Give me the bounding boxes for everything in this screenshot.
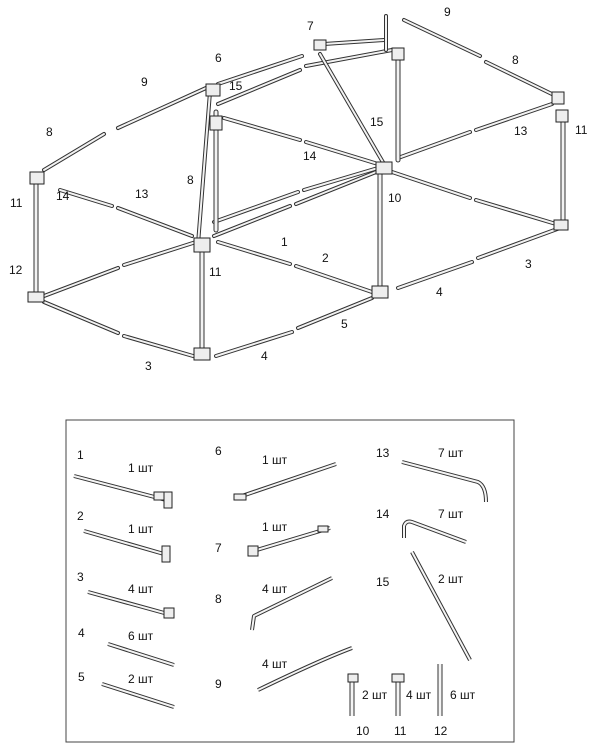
pipe-roof (42, 14, 558, 172)
legend-qty-8: 4 шт (262, 582, 288, 596)
pipe-bottom-left (42, 170, 558, 298)
legend-num-8: 8 (215, 592, 222, 606)
legend-qty-5: 2 шт (128, 672, 154, 686)
frame-label: 10 (388, 191, 402, 205)
legend-qty-4: 6 шт (128, 629, 154, 643)
pipe-posts (33, 55, 566, 355)
legend-num-13: 13 (376, 446, 390, 460)
part-6 (233, 462, 337, 501)
frame-labels: 1 2 3 3 4 4 4 5 6 7 8 8 8 9 9 10 11 11 1… (9, 5, 588, 373)
pipe-bottom-right (396, 226, 562, 290)
frame-label: 4 (261, 349, 268, 363)
frame-label: 13 (514, 124, 528, 138)
part-15 (410, 551, 472, 661)
legend-num-5: 5 (78, 670, 85, 684)
legend-qty-11: 4 шт (406, 688, 432, 702)
legend-num-14: 14 (376, 507, 390, 521)
frame-label: 11 (10, 196, 23, 210)
part-8 (250, 576, 333, 631)
pipe-braces (196, 52, 386, 246)
part-2 (83, 529, 171, 563)
legend-qty-10: 2 шт (362, 688, 388, 702)
part-14 (402, 519, 467, 544)
legend-num-10: 10 (356, 724, 370, 738)
legend-qty-6: 1 шт (262, 453, 288, 467)
legend-qty-2: 1 шт (128, 522, 154, 536)
legend-labels: 1 1 шт 2 1 шт 3 4 шт 4 6 шт 5 2 шт 6 1 ш… (77, 444, 476, 738)
part-4 (107, 642, 175, 667)
frame-label: 9 (141, 75, 148, 89)
legend-parts (73, 460, 488, 716)
frame-label: 2 (322, 251, 329, 265)
legend-qty-15: 2 шт (438, 572, 464, 586)
frame-label: 14 (303, 149, 317, 163)
part-10 (347, 673, 359, 716)
part-5 (101, 682, 175, 709)
legend-qty-3: 4 шт (128, 582, 154, 596)
legend-qty-9: 4 шт (262, 657, 288, 671)
frame-label: 15 (370, 115, 384, 129)
frame-label: 14 (56, 189, 70, 203)
legend-qty-12: 6 шт (450, 688, 476, 702)
frame-label: 1 (281, 235, 288, 249)
legend-num-11: 11 (394, 724, 407, 738)
frame-label: 5 (341, 317, 348, 331)
frame-label: 8 (46, 125, 53, 139)
part-9 (257, 646, 353, 692)
legend-qty-1: 1 шт (128, 461, 154, 475)
part-11 (391, 673, 405, 716)
legend-num-15: 15 (376, 575, 390, 589)
frame-label: 6 (215, 51, 222, 65)
frame-label: 11 (209, 265, 222, 279)
legend-qty-14: 7 шт (438, 507, 464, 521)
part-7 (247, 525, 331, 557)
frame-label: 4 (436, 285, 443, 299)
frame-label: 8 (512, 53, 519, 67)
frame-assembly (27, 14, 569, 361)
frame-label: 3 (525, 257, 532, 271)
legend-num-1: 1 (77, 448, 84, 462)
frame-label: 9 (444, 5, 451, 19)
frame-label: 8 (187, 173, 194, 187)
part-3 (87, 590, 175, 619)
frame-label: 3 (145, 359, 152, 373)
frame-label: 13 (135, 187, 149, 201)
legend-qty-13: 7 шт (438, 446, 464, 460)
pipe-middle-cross (58, 102, 554, 294)
legend-num-4: 4 (78, 626, 85, 640)
frame-label: 12 (9, 263, 23, 277)
frame-label: 7 (307, 19, 314, 33)
pipe-bottom-front (42, 296, 374, 360)
legend-num-12: 12 (434, 724, 448, 738)
part-13 (401, 460, 488, 503)
legend-qty-7: 1 шт (262, 520, 288, 534)
legend-num-9: 9 (215, 677, 222, 691)
frame-label: 15 (229, 79, 243, 93)
frame-joints (27, 39, 569, 361)
part-1 (73, 474, 173, 509)
legend-num-3: 3 (77, 570, 84, 584)
legend-num-7: 7 (215, 541, 222, 555)
frame-label: 11 (575, 123, 588, 137)
legend-num-2: 2 (77, 509, 84, 523)
legend-num-6: 6 (215, 444, 222, 458)
